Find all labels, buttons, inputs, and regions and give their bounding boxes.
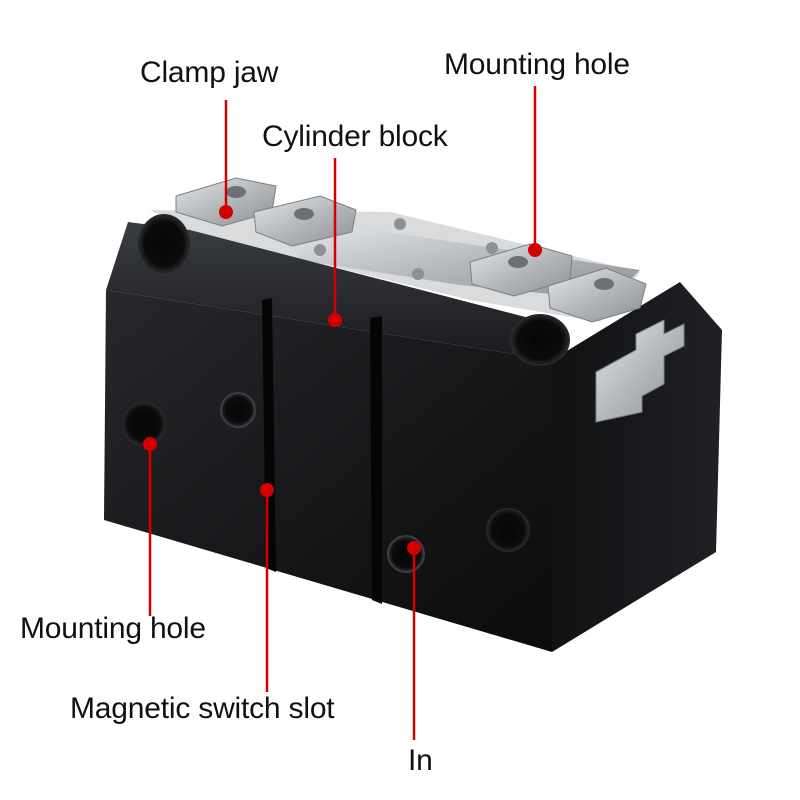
bevel-hole-left [138, 214, 190, 274]
label-magnetic-switch-slot: Magnetic switch slot [70, 692, 335, 725]
leader-dot-cylinder-block [328, 313, 342, 327]
leader-dot-magnetic-switch-slot [260, 483, 274, 497]
threaded-port [220, 392, 256, 428]
leader-dot-in [407, 541, 421, 555]
clamp-jaw-middle [253, 195, 357, 247]
screw-icon [486, 242, 498, 254]
cylinder-body [104, 177, 722, 652]
label-mounting-hole-top: Mounting hole [444, 48, 630, 81]
mounting-hole-right [486, 508, 530, 552]
front-face [104, 290, 552, 652]
leader-dot-clamp-jaw [219, 205, 233, 219]
magnetic-switch-slot-left [262, 298, 276, 572]
screw-icon [394, 218, 406, 230]
jaw-t-insert [595, 319, 685, 423]
callouts [143, 86, 542, 740]
screw-icon [314, 244, 326, 256]
in-port [387, 535, 425, 573]
label-clamp-jaw: Clamp jaw [140, 56, 279, 89]
mounting-hole-left [122, 402, 166, 446]
clamp-jaw-end [547, 267, 647, 323]
label-mounting-hole-bottom: Mounting hole [20, 612, 206, 645]
label-in: In [408, 744, 433, 777]
magnetic-switch-slot-right [370, 316, 382, 604]
side-face [552, 282, 722, 652]
front-bevel [106, 222, 560, 360]
leader-dot-mounting-hole-bottom [143, 437, 157, 451]
bevel-hole-right [510, 314, 570, 366]
label-cylinder-block: Cylinder block [262, 120, 448, 153]
leader-dot-mounting-hole-top [528, 243, 542, 257]
screw-icon [412, 268, 424, 280]
